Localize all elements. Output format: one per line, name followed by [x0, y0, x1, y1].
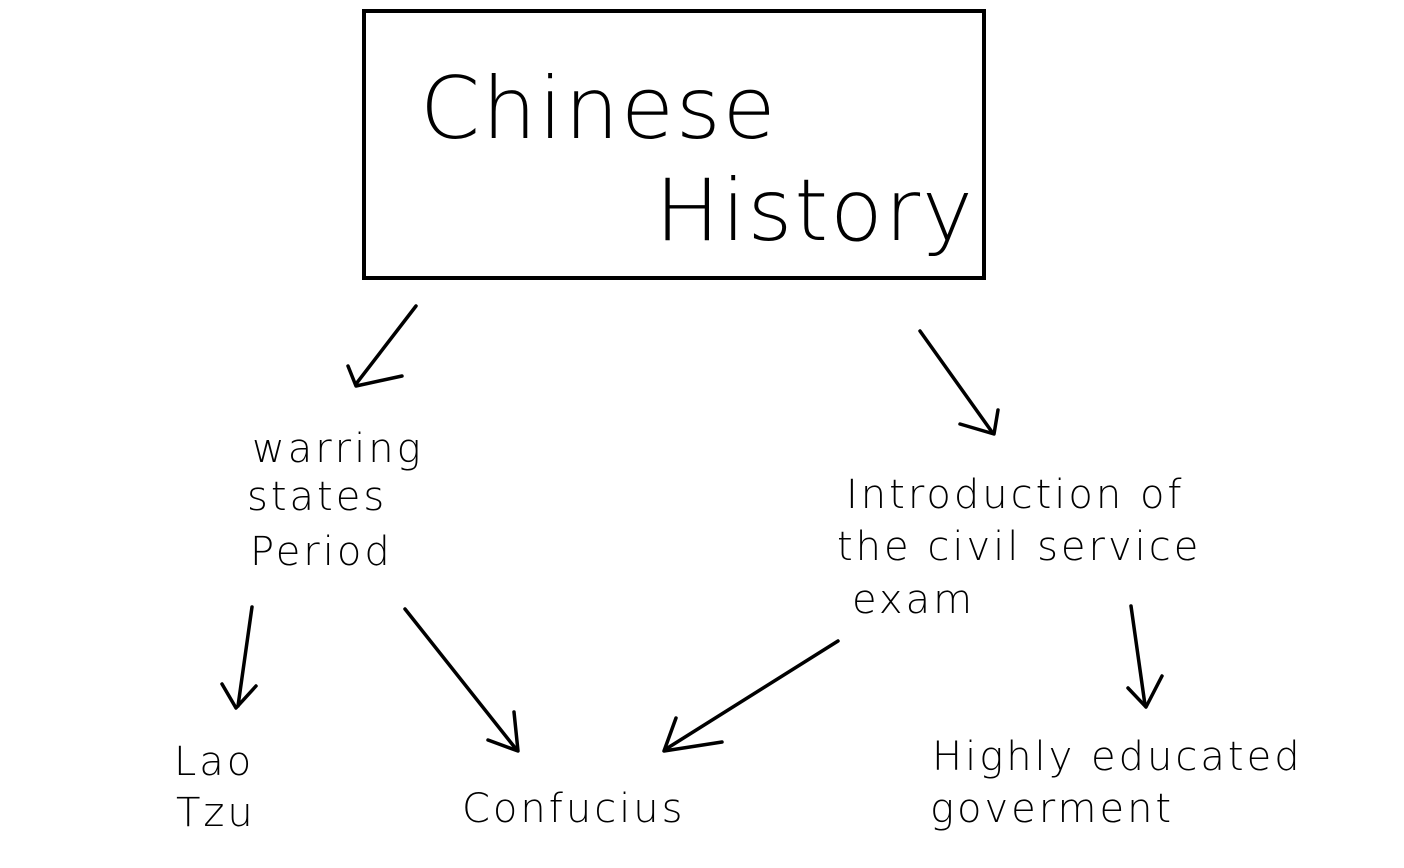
warring-states-line-3: Period	[250, 529, 393, 575]
edge-title-to-warring-states	[346, 304, 418, 388]
title-node: Chinese History	[362, 9, 986, 280]
title-line-2: History	[655, 161, 975, 261]
civil-service-line-2: the civil service	[837, 524, 1201, 570]
educated-gov-node: Highly educated goverment	[930, 734, 1303, 832]
educated-gov-line-1: Highly educated	[932, 734, 1303, 780]
edge-warring-states-to-confucius	[403, 607, 520, 753]
edge-title-to-civil-service	[918, 329, 1000, 436]
civil-service-node: Introduction of the civil service exam	[837, 472, 1201, 623]
warring-states-line-2: states	[247, 474, 387, 520]
title-line-1: Chinese	[420, 59, 778, 159]
edge-warring-states-to-lao-tzu	[220, 605, 258, 710]
lao-tzu-line-1: Lao	[174, 739, 254, 785]
educated-gov-line-2: goverment	[930, 786, 1174, 832]
confucius-line-1: Confucius	[462, 786, 685, 832]
title-box-border	[362, 9, 986, 280]
lao-tzu-node: Lao Tzu	[174, 739, 256, 836]
lao-tzu-line-2: Tzu	[176, 790, 256, 836]
civil-service-line-3: exam	[852, 577, 975, 623]
edge-civil-service-to-confucius	[662, 639, 840, 753]
warring-states-node: warring states Period	[247, 426, 424, 575]
civil-service-line-1: Introduction of	[846, 472, 1185, 518]
confucius-node: Confucius	[462, 786, 685, 832]
edge-civil-service-to-educated-gov	[1126, 604, 1164, 709]
warring-states-line-1: warring	[252, 426, 424, 472]
